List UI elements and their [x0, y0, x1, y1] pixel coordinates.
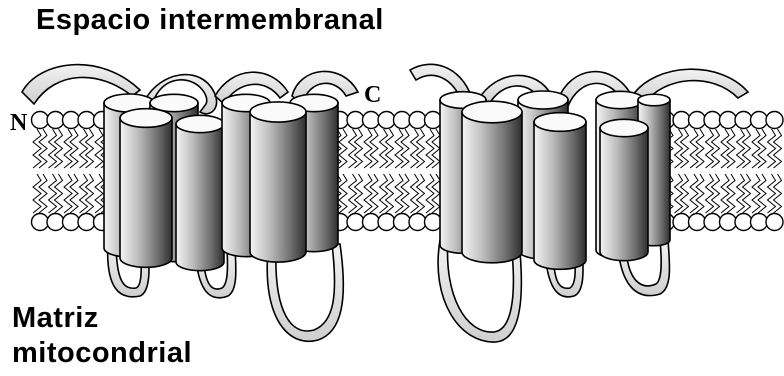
lipid-tail	[768, 174, 776, 213]
lipid-head	[689, 112, 706, 129]
lipid-tail	[95, 174, 103, 213]
lipid-head	[78, 112, 95, 129]
lipid-head	[394, 112, 411, 129]
helix-cylinder	[176, 115, 224, 270]
lipid-tail	[737, 174, 745, 213]
lipid-head	[347, 112, 364, 129]
lipid-tail	[49, 174, 57, 213]
lipid-tail	[706, 129, 714, 168]
lipid-head	[720, 214, 737, 231]
lipid-tail	[426, 174, 434, 213]
lipid-head	[766, 112, 783, 129]
lipid-head	[363, 112, 380, 129]
helix-cylinder	[250, 102, 306, 262]
intermembrane-space-label: Espacio intermembranal	[36, 4, 384, 37]
helix-cylinder	[600, 119, 648, 260]
lipid-head	[766, 214, 783, 231]
lipid-tail	[395, 174, 403, 213]
lipid-head	[735, 112, 752, 129]
helix-cylinder	[462, 101, 522, 263]
lipid-tail	[349, 129, 357, 168]
lipid-tail	[675, 174, 683, 213]
lipid-head	[425, 214, 442, 231]
lipid-head	[751, 112, 768, 129]
lipid-head	[704, 214, 721, 231]
lipid-head	[409, 112, 426, 129]
lipid-head	[751, 214, 768, 231]
lipid-tail	[64, 174, 72, 213]
lipid-head	[47, 214, 64, 231]
lipid-tail	[380, 129, 388, 168]
lipid-head	[425, 112, 442, 129]
lipid-tail	[95, 129, 103, 168]
c-terminus-label: C	[364, 82, 381, 109]
lipid-tail	[426, 129, 434, 168]
lipid-tail	[752, 129, 760, 168]
lipid-tail	[690, 174, 698, 213]
lipid-tail	[364, 174, 372, 213]
lipid-head	[63, 214, 80, 231]
lipid-tail	[349, 174, 357, 213]
helix-cylinder	[120, 109, 172, 268]
lipid-head	[78, 214, 95, 231]
lipid-tail	[33, 174, 41, 213]
lipid-head	[673, 214, 690, 231]
lipid-head	[47, 112, 64, 129]
lipid-tail	[395, 129, 403, 168]
lipid-tail	[706, 174, 714, 213]
lipid-head	[394, 214, 411, 231]
lipid-tail	[411, 174, 419, 213]
matrix-label-line1: Matriz	[12, 302, 99, 335]
lipid-head	[378, 112, 395, 129]
lipid-tail	[380, 174, 388, 213]
lipid-tail	[721, 174, 729, 213]
lipid-head	[63, 112, 80, 129]
lipid-head	[720, 112, 737, 129]
lipid-head	[32, 112, 49, 129]
lipid-head	[704, 112, 721, 129]
lipid-head	[378, 214, 395, 231]
lipid-tail	[49, 129, 57, 168]
lipid-tail	[33, 129, 41, 168]
lipid-head	[689, 214, 706, 231]
lipid-tail	[411, 129, 419, 168]
lipid-tail	[364, 129, 372, 168]
lipid-tail	[752, 174, 760, 213]
lipid-head	[347, 214, 364, 231]
matrix-label-line2: mitocondrial	[12, 337, 192, 370]
lipid-head	[32, 214, 49, 231]
lipid-head	[735, 214, 752, 231]
n-terminus-label: N	[10, 110, 27, 137]
helix-cylinder	[534, 113, 586, 270]
lipid-tail	[80, 174, 88, 213]
lipid-tail	[80, 129, 88, 168]
lipid-tail	[768, 129, 776, 168]
lipid-tail	[690, 129, 698, 168]
lipid-tail	[64, 129, 72, 168]
lipid-tail	[675, 129, 683, 168]
lipid-tail	[737, 129, 745, 168]
lipid-head	[363, 214, 380, 231]
lipid-head	[673, 112, 690, 129]
lipid-head	[409, 214, 426, 231]
lipid-tail	[721, 129, 729, 168]
